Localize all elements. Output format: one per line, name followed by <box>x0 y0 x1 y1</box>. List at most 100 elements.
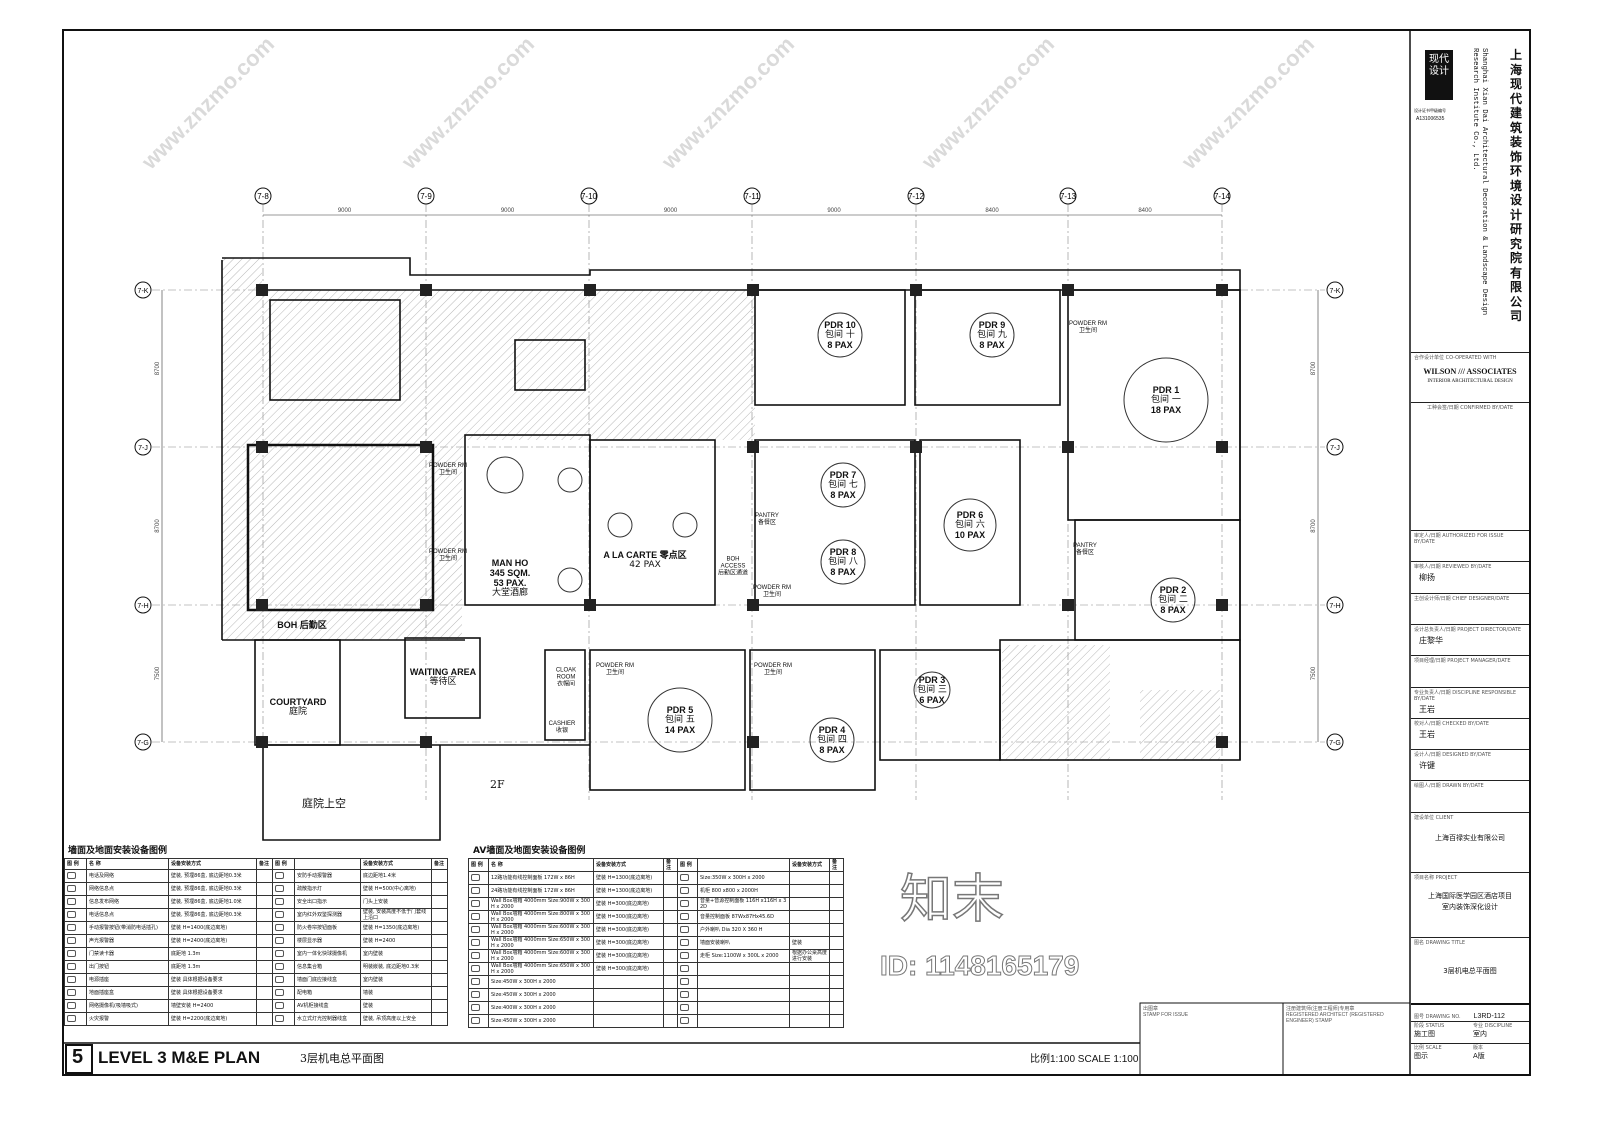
room-name: POWDER RM <box>429 463 467 469</box>
room-pax: 10 PAX <box>954 530 986 540</box>
legend-symbol-icon <box>64 921 87 935</box>
legend-symbol-icon <box>677 897 698 911</box>
room-cn: 备餐区 <box>757 520 777 526</box>
grid-label: 7-9 <box>420 192 432 201</box>
legend-cell: 走柜 Size:1100W x 300L x 2000 <box>697 949 790 963</box>
room-name: COURTYARD <box>269 697 327 707</box>
legend-symbol-icon <box>677 962 698 976</box>
legend-cell: 壁装, 预埋86盒, 底边距地0.3米 <box>168 869 257 883</box>
legend-header: 图 例 <box>677 858 698 872</box>
room-cn: 包间 一 <box>1151 395 1181 405</box>
legend-row: 信息发布网络壁装, 预埋86盒, 底边距地1.0米安全出口指示门头上安装 <box>64 895 448 909</box>
legend-remark <box>256 947 273 961</box>
legend-remark <box>431 973 448 987</box>
legend-cell: 底边距地1.4米 <box>360 869 432 883</box>
grid-bubble <box>1213 187 1231 205</box>
courtyard-void-label: 庭院上空 <box>302 797 346 810</box>
grid-label: 7-K <box>138 288 149 295</box>
legend-row: 手动报警按钮(带消防电话插孔)壁装 H=1400(底边离地)防火卷帘按钮面板壁装… <box>64 921 448 935</box>
legend-av-title: AV墙面及地面安装设备图例 <box>473 846 586 856</box>
legend-row: 网络信息点壁装, 预埋86盒, 底边距地0.3米疏散指示灯壁装 H=500(中心… <box>64 882 448 896</box>
legend-symbol-icon <box>468 988 489 1002</box>
hatch-area <box>1140 690 1220 760</box>
legend-cell: Size:450W x 300H x 2000 <box>488 988 594 1002</box>
grid-label: 7-J <box>1330 445 1340 452</box>
legend-cell: AV机柜接线盒 <box>294 999 361 1013</box>
legend-cell: 室内一体化快球摄像机 <box>294 947 361 961</box>
legend-cell: 配电箱 <box>294 986 361 1000</box>
room-pax: 8 PAX <box>830 567 856 577</box>
legend-cell: 信息发布网络 <box>86 895 169 909</box>
legend-cell: 信息集合箱 <box>294 960 361 974</box>
legend-remark <box>256 882 273 896</box>
discipline-value: 室内 <box>1473 1030 1487 1038</box>
legend-cell: 壁装 <box>789 936 830 950</box>
status-label: 阶段 STATUS <box>1414 1023 1445 1029</box>
grid-label: 7-G <box>1329 740 1341 747</box>
signoff-value <box>1411 666 1529 668</box>
legend-cell: 手动报警按钮(带消防电话插孔) <box>86 921 169 935</box>
grid-label: 7-11 <box>744 192 760 201</box>
legend-remark <box>829 1014 844 1028</box>
legend-remark <box>431 986 448 1000</box>
coop-label: 合作设计单位 CO-OPERATED WITH <box>1414 355 1497 361</box>
legend-symbol-icon <box>468 871 489 885</box>
legend-symbol-icon <box>64 908 87 922</box>
legend-cell <box>697 988 790 1002</box>
level-2f-label: 2F <box>490 778 505 791</box>
legend-symbol-icon <box>272 921 295 935</box>
room-name: PDR 7 <box>829 470 857 480</box>
legend-header: 备注 <box>663 858 678 872</box>
room-cn: 卫生间 <box>763 670 782 676</box>
legend-symbol-icon <box>468 1001 489 1015</box>
grid-bubble <box>580 187 598 205</box>
legend-remark <box>829 936 844 950</box>
legend-remark <box>663 988 678 1002</box>
legend-cell: 室内壁装 <box>360 947 432 961</box>
legend-cell: 墙面门底应接线盒 <box>294 973 361 987</box>
room-name: PANTRY <box>1073 543 1097 549</box>
room-cn: 卫生间 <box>605 670 624 676</box>
dimension-label: 7500 <box>1311 666 1317 680</box>
legend-cell: 室内壁装 <box>360 973 432 987</box>
room-cn: 备餐区 <box>1075 550 1095 556</box>
legend-remark <box>663 962 678 976</box>
room-pax: 18 PAX <box>1150 405 1182 415</box>
signoff-label: 审定人/日期 AUTHORIZED FOR ISSUE BY/DATE <box>1414 533 1504 545</box>
legend-symbol-icon <box>272 999 295 1013</box>
legend-symbol-icon <box>468 923 489 937</box>
legend-header: 设备安装方式 <box>593 858 664 872</box>
room-name-2: ACCESS <box>720 563 746 570</box>
grid-bubble <box>134 596 152 614</box>
hatch-area <box>222 258 262 290</box>
grid-bubble <box>134 281 152 299</box>
legend-cell <box>789 1014 830 1028</box>
legend-cell <box>789 897 830 911</box>
grid-bubble <box>134 438 152 456</box>
room-name: PDR 5 <box>666 705 694 715</box>
legend-cell <box>789 923 830 937</box>
legend-row: 火灾报警壁装 H=2200(底边离地)水立式灯光控制器线盒壁装, 吊顶高度以上安… <box>64 1012 448 1026</box>
legend-symbol-icon <box>64 947 87 961</box>
room-name: PDR 1 <box>1152 385 1180 395</box>
legend-cell: 出门按钮 <box>86 960 169 974</box>
watermark-id: ID: 1148165179 <box>879 950 1080 982</box>
room-cn: 包间 六 <box>955 520 985 530</box>
legend-cell: 壁装 H=1400(底边离地) <box>168 921 257 935</box>
legend-remark <box>829 975 844 989</box>
legend-cell: 机柜 800 x800 x 2000H <box>697 884 790 898</box>
legend-symbol-icon <box>64 960 87 974</box>
legend-cell: Size:400W x 300H x 2000 <box>488 1001 594 1015</box>
legend-cell: Size:450W x 300H x 2000 <box>488 975 594 989</box>
